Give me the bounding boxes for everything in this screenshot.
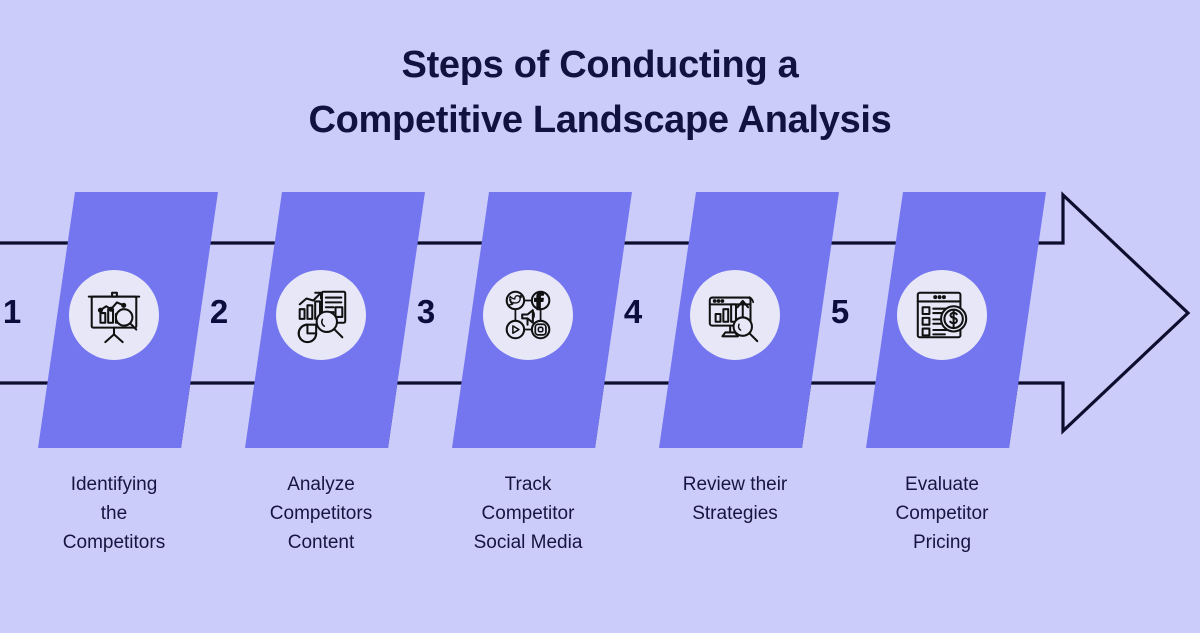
step-label: Identifying the Competitors: [62, 474, 166, 553]
pricing-list-dollar-icon-glyph: [916, 291, 968, 339]
social-media-network-icon: [483, 270, 573, 360]
report-analysis-search-icon: [276, 270, 366, 360]
step-3[interactable]: 3 Track Competitor Social Media: [414, 0, 632, 628]
step-5[interactable]: 5 Evaluate Competitor Pricing: [828, 0, 1046, 628]
report-analysis-search-icon-glyph: [297, 290, 347, 344]
step-label: Analyze Competitors Content: [269, 474, 373, 553]
presentation-chart-search-icon: [69, 270, 159, 360]
step-label: Review their Strategies: [682, 474, 788, 524]
step-number: 4: [623, 293, 643, 330]
presentation-chart-search-icon-glyph: [87, 291, 141, 344]
social-media-network-icon-glyph: [505, 290, 551, 340]
monitor-growth-search-icon-glyph: [708, 296, 759, 343]
step-number: 1: [2, 293, 22, 330]
step-number: 3: [416, 293, 436, 330]
page-title: Steps of Conducting a Competitive Landsc…: [0, 38, 1200, 148]
title-line-2: Competitive Landscape Analysis: [308, 99, 892, 141]
step-1[interactable]: 1 Identifying the Competitors: [0, 0, 218, 628]
pricing-list-dollar-icon: [897, 270, 987, 360]
step-label: Track Competitor Social Media: [473, 474, 583, 553]
step-label: Evaluate Competitor Pricing: [895, 474, 989, 553]
monitor-growth-search-icon: [690, 270, 780, 360]
step-4[interactable]: 4 Review their Strategies: [621, 0, 839, 628]
title-line-1: Steps of Conducting a: [401, 44, 799, 86]
step-number: 2: [209, 293, 229, 330]
step-2[interactable]: 2 Analyze Competitors Content: [207, 0, 425, 628]
step-number: 5: [830, 293, 850, 330]
